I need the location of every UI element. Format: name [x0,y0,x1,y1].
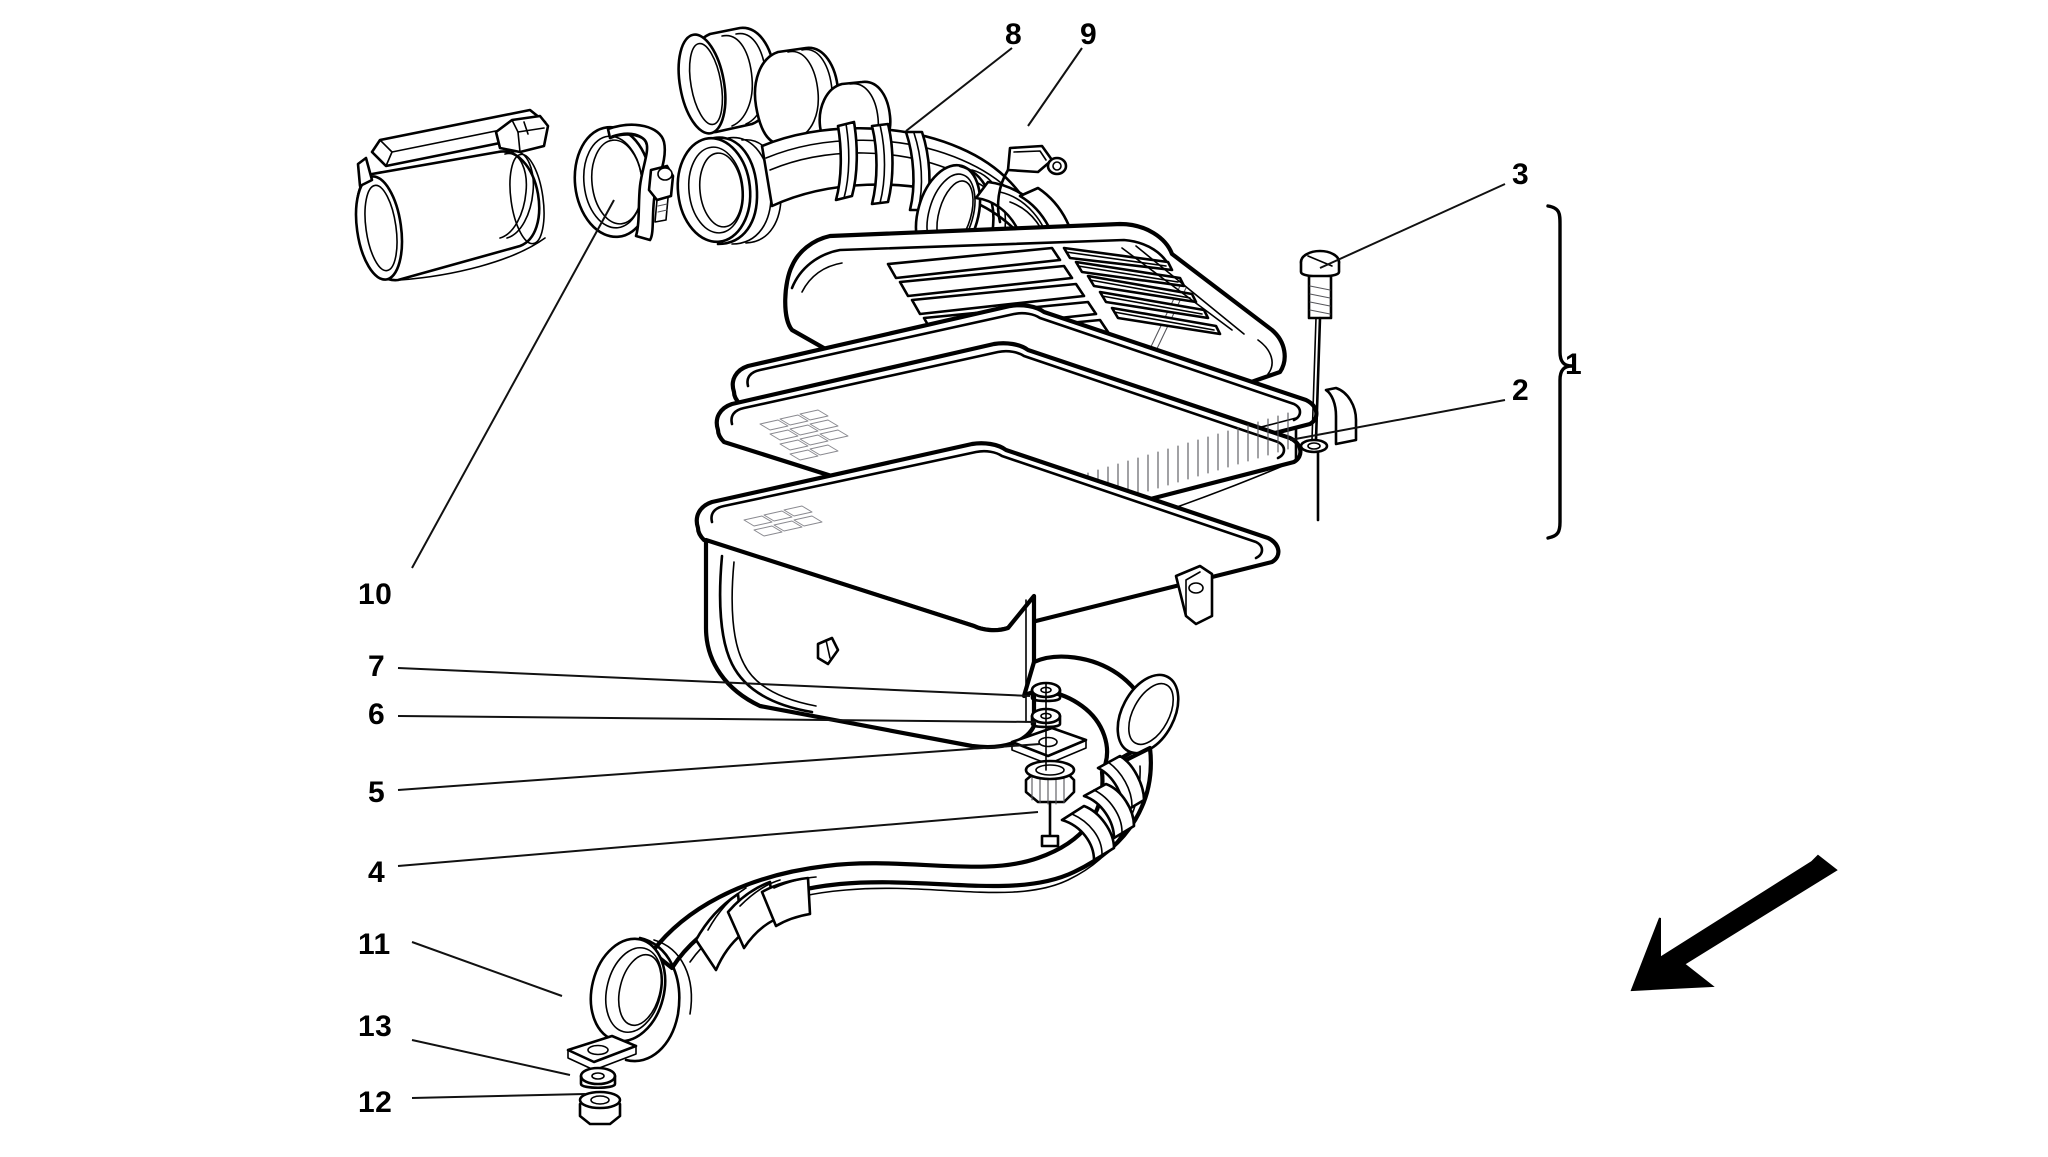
callout-1: 1 [1565,348,1583,381]
filter-mesh-texture-left [759,409,849,461]
duct-corrugation-ribs [834,120,931,212]
leader-line-11 [411,941,563,997]
leader-line-9 [1027,47,1083,127]
base-mesh-texture [743,505,823,537]
duct-bellows-left [694,876,817,972]
rubber-grommet-4 [1024,759,1076,848]
callout-13: 13 [358,1010,393,1043]
leader-line-3 [1319,183,1506,269]
callout-11: 11 [358,928,391,961]
washer-13 [579,1066,617,1090]
intake-elbow-duct [676,26,1076,310]
callout-8: 8 [1005,18,1023,51]
cover-secondary-vents [1062,245,1245,336]
leader-line-5 [397,743,1041,791]
leader-line-12 [411,1093,586,1099]
mount-hardware-stack [1010,681,1088,848]
callout-3: 3 [1512,158,1530,191]
lower-intake-duct [566,745,1153,1126]
leader-line-10 [411,199,615,569]
direction-of-travel-arrow [1630,854,1838,992]
callout-2: 2 [1512,374,1530,407]
duct-mounting-tab [566,1034,638,1071]
air-box-base [694,441,1281,771]
leader-line-8 [905,47,1013,132]
callout-4: 4 [368,856,386,889]
duct-bellows-upper [1060,754,1146,862]
bracket-plate-5 [1010,726,1088,765]
callout-leader-lines [397,47,1506,1099]
leader-line-13 [411,1039,571,1076]
callout-6: 6 [368,698,386,731]
nut-12 [578,1090,622,1126]
hose-clamp-10 [573,123,675,242]
airflow-meter-body [354,108,550,282]
duct-left-mouth [676,136,782,246]
callout-9: 9 [1080,18,1098,51]
duct-main-body [649,745,1153,971]
hose-clamp-9 [996,144,1068,224]
group-bracket-1 [1546,204,1574,540]
cover-screw-3 [1299,249,1358,522]
leader-line-2 [1289,399,1506,441]
leader-line-4 [397,811,1039,867]
callout-5: 5 [368,776,386,809]
callout-10: 10 [358,578,393,611]
callout-7: 7 [368,650,386,683]
leader-line-7 [397,667,1031,697]
duct-left-mouth-11 [589,936,693,1063]
callout-12: 12 [358,1086,393,1119]
leader-line-6 [397,715,1037,723]
